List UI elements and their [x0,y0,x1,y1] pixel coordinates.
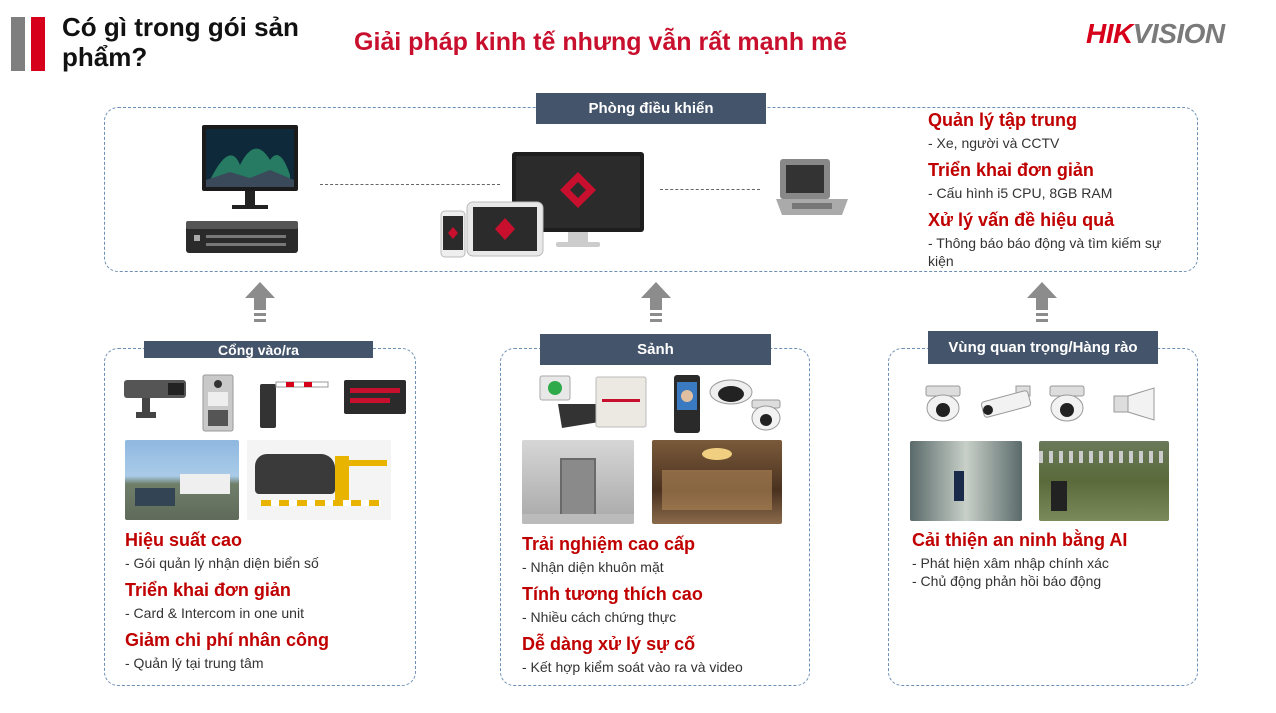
feature-desc: - Card & Intercom in one unit [125,605,304,621]
feature-desc: - Nhận diện khuôn mặt [522,559,664,575]
led-display-icon [344,380,406,414]
feature-desc: - Chủ động phản hồi báo động [912,573,1102,589]
feature-title: Xử lý vấn đề hiệu quả [928,210,1115,230]
feature-title: Quản lý tập trung [928,110,1078,130]
up-arrow-icon [641,282,671,322]
feature-title: Hiệu suất cao [125,530,243,550]
lobby-features: Trải nghiệm cao cấp - Nhận diện khuôn mặ… [522,534,802,676]
face-terminal-icon [674,375,700,433]
hotel-lobby-photo [652,440,782,524]
anpr-camera-icon [124,380,186,418]
feature-desc: - Quản lý tại trung tâm [125,655,264,671]
feature-desc: - Gói quản lý nhận diện biển số [125,555,319,571]
feature-desc: - Cấu hình i5 CPU, 8GB RAM [928,185,1113,201]
bullet-camera-icon [980,385,1032,418]
nvr-icon [186,221,298,253]
connection-line [660,189,760,190]
feature-desc: - Phát hiện xâm nhập chính xác [912,555,1109,571]
feature-title: Dễ dàng xử lý sự cố [522,634,696,654]
accent-bar-gray [11,17,25,71]
feature-desc: - Nhiều cách chứng thực [522,609,677,625]
phone-icon [440,210,466,258]
parking-car-photo [247,440,391,520]
monitor-icon [202,125,298,209]
feature-title: Giảm chi phí nhân công [125,630,330,650]
entrance-features: Hiệu suất cao - Gói quản lý nhận diện bi… [125,530,405,672]
feature-title: Trải nghiệm cao cấp [522,534,696,554]
dome-camera-icon [1049,385,1085,422]
accent-bar-red [31,17,45,71]
dome-camera-icon [925,385,961,422]
exit-button-icon [539,375,624,428]
server-room-photo [910,441,1022,521]
slide-title: Có gì trong gói sản phẩm? [62,12,299,72]
perimeter-features: Cải thiện an ninh bằng AI - Phát hiện xâ… [912,530,1192,590]
access-controller-icon [595,376,647,428]
control-room-features: Quản lý tập trung - Xe, người và CCTV Tr… [928,110,1188,270]
feature-desc: - Thông báo báo động và tìm kiếm sự kiện [928,235,1162,269]
control-room-label: Phòng điều khiển [536,93,766,124]
up-arrow-icon [245,282,275,322]
entrance-gate-photo [125,440,239,520]
feature-title: Triển khai đơn giản [125,580,291,600]
fence-intrusion-photo [1039,441,1169,521]
workstation-icon [512,152,644,247]
entrance-label: Cổng vào/ra [144,341,373,358]
slide-subtitle: Giải pháp kinh tế nhưng vẫn rất mạnh mẽ [354,28,848,56]
hikvision-logo: HIKVISION [1086,18,1225,49]
feature-desc: - Xe, người và CCTV [928,135,1060,151]
tablet-icon [466,201,544,257]
feature-title: Triển khai đơn giản [928,160,1094,180]
feature-title: Cải thiện an ninh bằng AI [912,530,1128,550]
intercom-icon [202,374,234,432]
perimeter-label: Vùng quan trọng/Hàng rào [928,331,1158,364]
elevator-lobby-photo [522,440,634,524]
feature-title: Tính tương thích cao [522,584,703,604]
barrier-gate-icon [260,381,329,428]
up-arrow-icon [1027,282,1057,322]
speaker-icon [1113,387,1155,421]
fisheye-camera-icon [709,379,753,405]
connection-line [320,184,500,185]
control-keyboard-icon [776,159,848,215]
dome-camera-icon [751,399,781,431]
lobby-label: Sảnh [540,334,771,365]
feature-desc: - Kết hợp kiểm soát vào ra và video [522,659,743,675]
